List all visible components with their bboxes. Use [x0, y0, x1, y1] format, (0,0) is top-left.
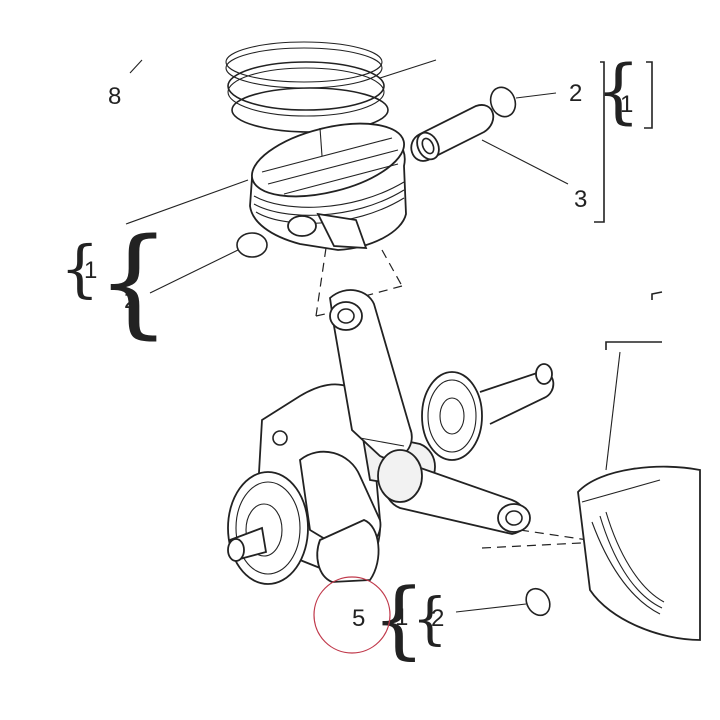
- piston-2: [577, 465, 701, 641]
- label-2-bottom: 2: [431, 605, 444, 632]
- leader-2-top: [515, 92, 557, 99]
- label-2-top: 2: [569, 80, 582, 107]
- svg-text:{: {: [372, 570, 425, 668]
- label-1-bottom: 1: [395, 604, 408, 631]
- label-1-top: 1: [620, 91, 633, 118]
- leader-2-bottom: [455, 603, 527, 613]
- leader-3: [481, 139, 569, 185]
- svg-text:{: {: [60, 232, 99, 305]
- leader-8: [129, 59, 143, 74]
- leader-2-left: [149, 249, 239, 294]
- label-3: 3: [574, 186, 587, 213]
- label-5: 5: [352, 605, 365, 632]
- label-1-left: 1: [84, 257, 97, 284]
- piston-pin: [410, 104, 495, 162]
- circlip-top: [489, 86, 517, 118]
- svg-text:{: {: [96, 212, 171, 350]
- bracket-top-right: {: [594, 50, 653, 223]
- piston-rings: [225, 41, 437, 133]
- bracket-right-edge: [605, 291, 663, 350]
- bracket-left: { {: [60, 212, 171, 350]
- bracket-bottom: { {: [372, 570, 448, 668]
- leader-1-left: [125, 179, 249, 225]
- leader-bracket-right: [605, 351, 621, 471]
- highlight-circle: [313, 576, 391, 654]
- svg-text:{: {: [412, 587, 448, 652]
- connecting-rods: [329, 289, 531, 535]
- crankshaft-assembly: [227, 363, 555, 585]
- piston: [249, 122, 407, 251]
- circlip-left: [236, 232, 268, 258]
- label-2-left: 2: [124, 287, 137, 314]
- label-8: 8: [108, 83, 121, 110]
- circlip-bottom: [525, 587, 551, 617]
